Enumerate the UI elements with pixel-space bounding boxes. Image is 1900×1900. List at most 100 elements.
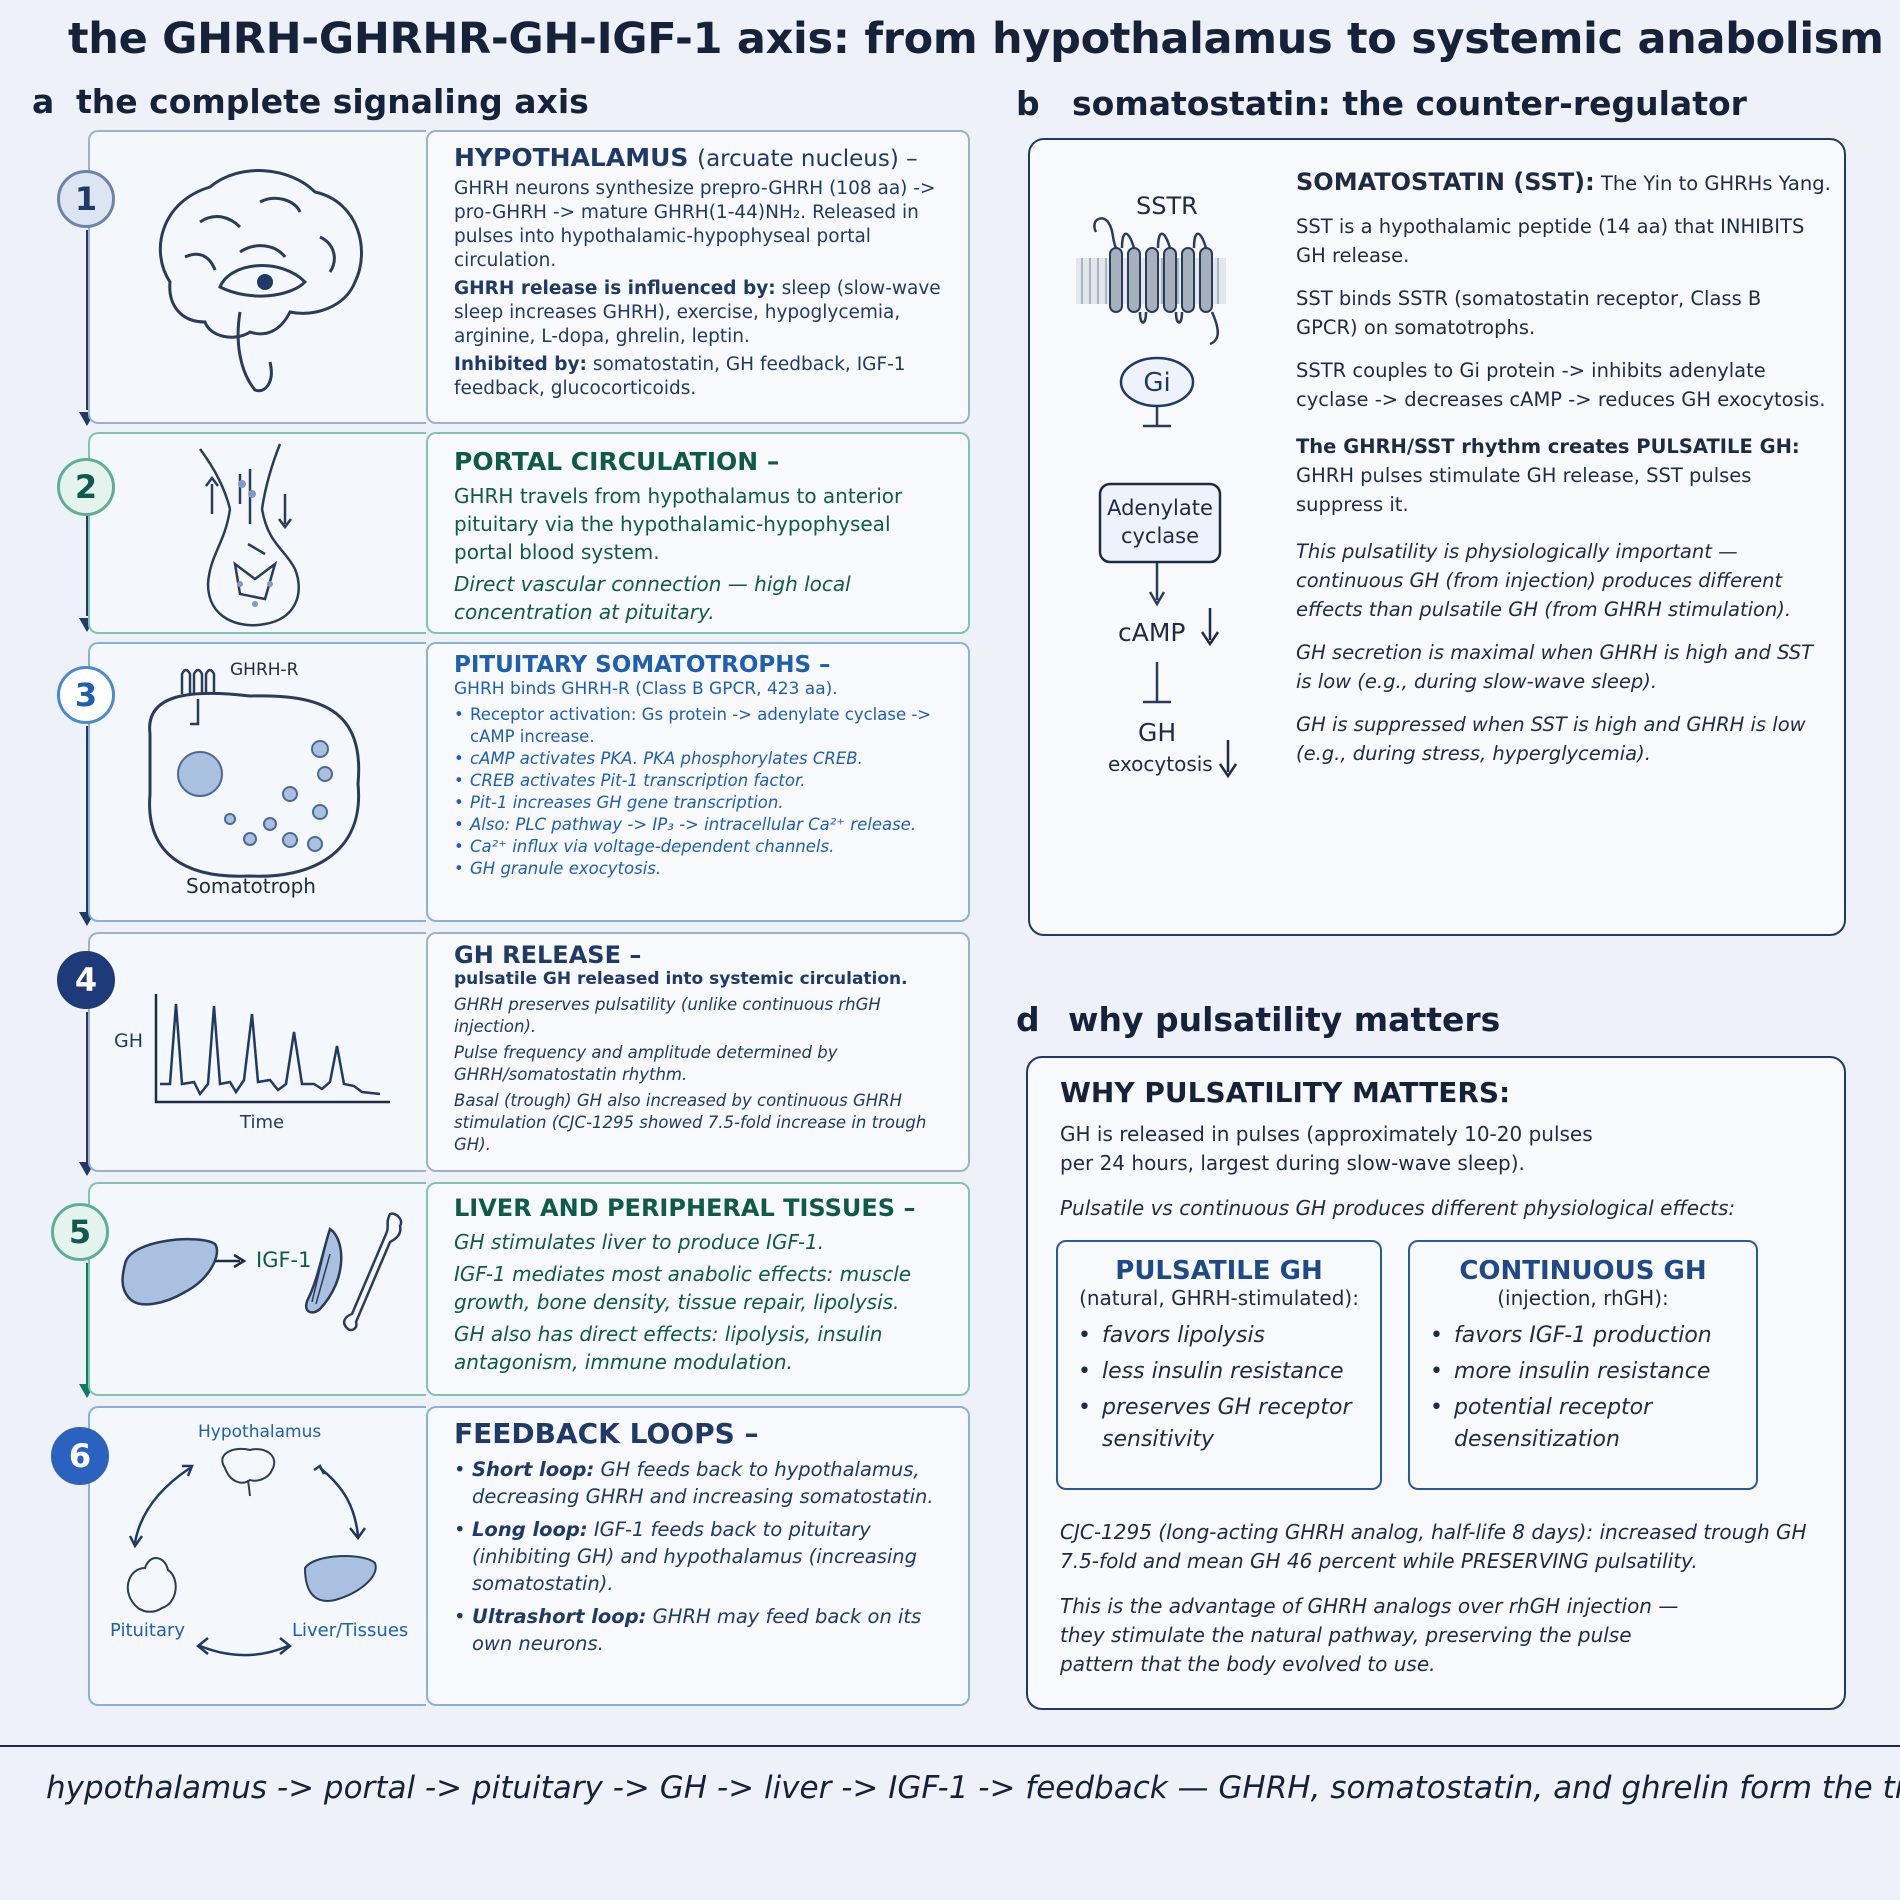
gh-pulse-chart (154, 994, 390, 1104)
step-text: GHRH binds GHRH-R (Class B GPCR, 423 aa)… (454, 679, 838, 699)
liver-muscle-bone-icon (121, 1212, 403, 1332)
section-a-header: a the complete signaling axis (32, 82, 589, 121)
panel-d-box: WHY PULSATILITY MATTERS: GH is released … (1026, 1056, 1846, 1710)
step-title: LIVER AND PERIPHERAL TISSUES – (454, 1194, 916, 1222)
loop-node-liver: Liver/Tissues (292, 1620, 409, 1641)
loop-text: GHRH may feed back on its own neurons. (472, 1605, 922, 1655)
flow-line (86, 1012, 88, 1168)
step-4-illustration-panel: GH Time (88, 932, 426, 1172)
pulsatile-heading: The GHRH/SST rhythm creates PULSATILE GH… (1296, 435, 1800, 458)
adenylate-cyclase-label: Adenylate cyclase (1107, 496, 1213, 548)
gh-label: GH (1138, 718, 1177, 747)
card-item: favors IGF-1 production (1428, 1320, 1738, 1352)
step-title: PITUITARY SOMATOTROPHS – (454, 652, 831, 678)
step-title: PORTAL CIRCULATION – (454, 447, 780, 476)
panel-d-paragraph: Pulsatile vs continuous GH produces diff… (1060, 1196, 1736, 1220)
step-4-text-panel: GH RELEASE – pulsatile GH released into … (426, 932, 970, 1172)
bullet-item: CREB activates Pit-1 transcription facto… (454, 770, 944, 792)
step-3-text-panel: PITUITARY SOMATOTROPHS – GHRH binds GHRH… (426, 642, 970, 922)
step-3-badge: 3 (57, 666, 115, 724)
section-label: the complete signaling axis (76, 82, 589, 121)
step-text-bold: Inhibited by: (454, 354, 587, 375)
step-2-illustration-panel (88, 432, 426, 634)
feedback-loop-diagram (126, 1448, 377, 1657)
bullet-item: Pit-1 increases GH gene transcription. (454, 792, 944, 814)
cell-label: Somatotroph (186, 874, 316, 898)
bullet-item: Receptor activation: Gs protein -> adeny… (454, 704, 944, 748)
pulsatile-gh-card: PULSATILE GH (natural, GHRH-stimulated):… (1056, 1240, 1382, 1490)
bullet-item: Ca²⁺ influx via voltage-dependent channe… (454, 836, 944, 858)
panel-b-paragraph: This pulsatility is physiologically impo… (1296, 540, 1792, 621)
bullet-item: cAMP activates PKA. PKA phosphorylates C… (454, 748, 944, 770)
step-text: IGF-1 mediates most anabolic effects: mu… (454, 1262, 912, 1314)
step-1-badge: 1 (57, 170, 115, 228)
continuous-gh-card: CONTINUOUS GH (injection, rhGH): favors … (1408, 1240, 1758, 1490)
step-text: Basal (trough) GH also increased by cont… (454, 1091, 927, 1154)
pituitary-portal-icon (198, 443, 300, 627)
step-6-text-panel: FEEDBACK LOOPS – •Short loop: GH feeds b… (426, 1406, 970, 1706)
loop-name: Long loop: (472, 1518, 588, 1541)
step-6-illustration-panel: Hypothalamus Pituitary Liver/Tissues (88, 1406, 426, 1706)
section-label: somatostatin: the counter-regulator (1072, 84, 1747, 123)
step-2-text-panel: PORTAL CIRCULATION – GHRH travels from h… (426, 432, 970, 634)
panel-b-box: SSTR Gi Adenylate cyclase cAMP GH exocyt… (1028, 138, 1846, 936)
card-subtitle: (natural, GHRH-stimulated): (1079, 1286, 1359, 1310)
panel-b-paragraph: GHRH pulses stimulate GH release, SST pu… (1296, 464, 1752, 516)
step-5-illustration-panel: IGF-1 (88, 1182, 426, 1396)
gi-protein-label: Gi (1143, 368, 1171, 398)
panel-b-paragraph: SST is a hypothalamic peptide (14 aa) th… (1296, 215, 1805, 267)
card-item: potential receptor desensitization (1428, 1392, 1738, 1456)
igf1-label: IGF-1 (256, 1248, 312, 1272)
step-text: GH stimulates liver to produce IGF-1. (454, 1230, 825, 1254)
page-title: the GHRH-GHRHR-GH-IGF-1 axis: from hypot… (68, 14, 1884, 64)
loop-item: •Short loop: GH feeds back to hypothalam… (454, 1458, 934, 1508)
loop-text: GH feeds back to hypothalamus, decreasin… (472, 1458, 934, 1508)
section-letter: a (32, 82, 55, 121)
card-title: CONTINUOUS GH (1459, 1256, 1707, 1286)
step-text: Pulse frequency and amplitude determined… (454, 1043, 838, 1084)
section-label: why pulsatility matters (1068, 1000, 1501, 1039)
card-item: preserves GH receptor sensitivity (1076, 1392, 1362, 1456)
step-5-badge: 5 (51, 1203, 109, 1261)
flow-line (86, 726, 88, 916)
card-item: less insulin resistance (1076, 1356, 1362, 1388)
section-d-header: d why pulsatility matters (1016, 1000, 1500, 1039)
step-5-text-panel: LIVER AND PERIPHERAL TISSUES – GH stimul… (426, 1182, 970, 1396)
card-title: PULSATILE GH (1115, 1256, 1323, 1286)
sst-heading: SOMATOSTATIN (SST): (1296, 168, 1595, 196)
section-letter: b (1016, 84, 1040, 123)
step-title: GH RELEASE – (454, 941, 642, 969)
panel-b-text: SOMATOSTATIN (SST): The Yin to GHRHs Yan… (1296, 168, 1831, 768)
panel-d-paragraph: GH is released in pulses (approximately … (1060, 1122, 1593, 1175)
card-subtitle: (injection, rhGH): (1497, 1286, 1669, 1310)
panel-b-paragraph: SST binds SSTR (somatostatin receptor, C… (1296, 287, 1762, 339)
step-text: GHRH neurons synthesize prepro-GHRH (108… (454, 178, 936, 271)
sst-pathway-diagram (1076, 217, 1238, 779)
loop-name: Short loop: (472, 1458, 595, 1481)
loop-name: Ultrashort loop: (472, 1605, 647, 1628)
bullet-item: Also: PLC pathway -> IP₃ -> intracellula… (454, 814, 944, 836)
section-letter: d (1016, 1000, 1040, 1039)
card-item: more insulin resistance (1428, 1356, 1738, 1388)
sstr-label: SSTR (1136, 192, 1198, 220)
panel-b-paragraph: GH secretion is maximal when GHRH is hig… (1296, 641, 1814, 693)
panel-d-paragraph: This is the advantage of GHRH analogs ov… (1060, 1594, 1679, 1676)
step-text: pulsatile GH released into systemic circ… (454, 969, 908, 989)
step-text: GH also has direct effects: lipolysis, i… (454, 1322, 883, 1374)
axis-label-y: GH (114, 1030, 144, 1052)
loop-node-pituitary: Pituitary (110, 1620, 186, 1641)
step-text-bold: GHRH release is influenced by: (454, 278, 776, 299)
pulsatility-heading: WHY PULSATILITY MATTERS: (1060, 1076, 1511, 1109)
bullet-item: GH granule exocytosis. (454, 858, 944, 880)
receptor-label: GHRH-R (230, 660, 299, 680)
step-3-bullets: Receptor activation: Gs protein -> adeny… (454, 704, 944, 880)
flow-line (86, 1263, 88, 1387)
step-2-badge: 2 (57, 458, 115, 516)
camp-label: cAMP (1118, 618, 1186, 647)
section-b-header: b somatostatin: the counter-regulator (1016, 84, 1747, 123)
panel-d-paragraph: CJC-1295 (long-acting GHRH analog, half-… (1060, 1520, 1807, 1573)
brain-icon (158, 169, 363, 393)
step-text: sleep (slow-wave sleep increases GHRH), … (454, 278, 941, 347)
step-text: Direct vascular connection — high local … (454, 572, 851, 624)
step-4-badge: 4 (57, 951, 115, 1009)
